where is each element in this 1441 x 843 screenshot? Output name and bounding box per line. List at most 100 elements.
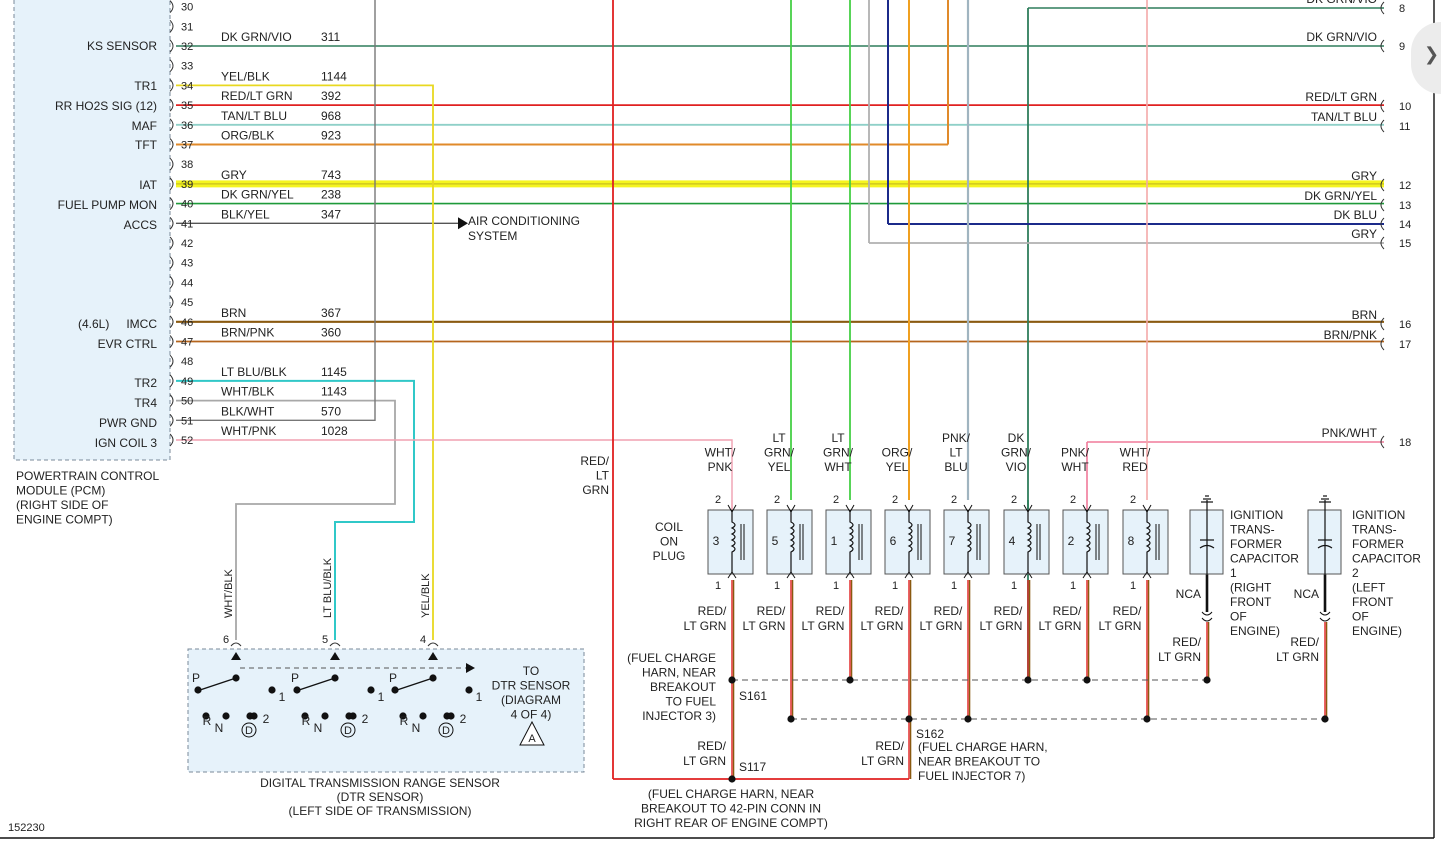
dtr-arrow bbox=[231, 652, 241, 660]
pcm-signal-name: IGN COIL 3 bbox=[95, 436, 158, 450]
pin-bracket bbox=[169, 413, 174, 427]
pin-bracket bbox=[169, 39, 174, 53]
chevron-right-icon: ❯ bbox=[1424, 44, 1440, 65]
pin-bracket bbox=[1380, 337, 1385, 351]
coil-bottom-color: LT GRN bbox=[1099, 619, 1142, 633]
capacitor-wire-color: RED/ bbox=[1172, 635, 1201, 649]
pin-bracket bbox=[169, 216, 174, 230]
coil-winding bbox=[1085, 510, 1091, 572]
coil-winding bbox=[966, 510, 972, 572]
coil-pin: 1 bbox=[1130, 580, 1136, 592]
splice-s117-id: S117 bbox=[739, 760, 766, 774]
pcm-wire-color: LT BLU/BLK bbox=[221, 365, 287, 379]
capacitor-label: FRONT bbox=[1230, 595, 1272, 609]
coil-bottom-color: LT GRN bbox=[1039, 619, 1082, 633]
splice-dot-s161 bbox=[1024, 676, 1032, 684]
dtr-switch-arm bbox=[298, 677, 336, 691]
dtr-label-r: R bbox=[400, 714, 409, 728]
coil-pin: 1 bbox=[951, 580, 957, 592]
splice-s162-wire: RED/ bbox=[875, 739, 904, 753]
pin-bracket bbox=[169, 118, 174, 132]
pcm-wire-color: TAN/LT BLU bbox=[221, 109, 287, 123]
coil-number: 6 bbox=[890, 534, 897, 548]
pcm-signal-name: ACCS bbox=[124, 218, 157, 232]
coil-pin: 1 bbox=[833, 580, 839, 592]
capacitor-label: ENGINE) bbox=[1352, 624, 1402, 638]
pcm-pin-number: 38 bbox=[181, 159, 193, 171]
capacitor-wire-color: LT GRN bbox=[1276, 650, 1319, 664]
coil-body bbox=[766, 509, 813, 575]
pcm-circuit-number: 347 bbox=[321, 207, 341, 221]
pcm-title: (RIGHT SIDE OF bbox=[16, 498, 108, 512]
coil-bottom-color: RED/ bbox=[1113, 604, 1142, 618]
right-conn-pin: 18 bbox=[1399, 437, 1411, 449]
pcm-pin-number: 48 bbox=[181, 356, 193, 368]
pcm-pin-number: 40 bbox=[181, 199, 193, 211]
coil-wire-color: WHT bbox=[824, 460, 852, 474]
dtr-d-circle bbox=[438, 722, 454, 738]
pin-bracket bbox=[169, 0, 174, 13]
capacitor-label: TRANS- bbox=[1352, 523, 1397, 537]
right-conn-color: RED/LT GRN bbox=[1305, 90, 1377, 104]
right-conn-color: BRN bbox=[1352, 308, 1377, 322]
splice-s162-wire: LT GRN bbox=[861, 754, 904, 768]
pin-bracket bbox=[169, 295, 174, 309]
pcm-signal-name: TFT bbox=[135, 138, 158, 152]
dtr-contact bbox=[301, 712, 309, 720]
dtr-switch-arm bbox=[396, 677, 434, 691]
pin-bracket bbox=[1380, 119, 1385, 133]
splice-s161-desc: INJECTOR 3) bbox=[642, 709, 716, 723]
dtr-label-2: 2 bbox=[460, 712, 467, 726]
pin-bracket bbox=[169, 157, 174, 171]
side-panel-handle[interactable]: ❯ bbox=[1411, 22, 1441, 94]
pcm-wire-color: DK GRN/VIO bbox=[221, 30, 292, 44]
coil-wire-color: GRN/ bbox=[1001, 446, 1032, 460]
coil-pin: 1 bbox=[774, 580, 780, 592]
splice-s162-id: S162 bbox=[916, 727, 944, 741]
dtr-label-n: N bbox=[412, 721, 421, 735]
connector-symbol bbox=[427, 642, 439, 647]
dtr-pin: 6 bbox=[223, 634, 229, 646]
dtr-to-text: 4 OF 4) bbox=[511, 708, 552, 722]
coil-bottom-color: RED/ bbox=[757, 604, 786, 618]
capacitor-label: 1 bbox=[1230, 566, 1237, 580]
pin-bracket bbox=[169, 79, 174, 92]
pcm-pin-number: 43 bbox=[181, 258, 193, 270]
pcm-circuit-number: 923 bbox=[321, 129, 341, 143]
pcm-circuit-number: 743 bbox=[321, 168, 341, 182]
dtr-label-d: D bbox=[442, 725, 450, 737]
splice-s117-desc: (FUEL CHARGE HARN, NEAR bbox=[648, 787, 815, 801]
capacitor-label: (LEFT bbox=[1352, 581, 1386, 595]
pcm-title: POWERTRAIN CONTROL bbox=[16, 469, 159, 483]
splice-s117-desc: BREAKOUT TO 42-PIN CONN IN bbox=[641, 802, 821, 816]
coil-winding bbox=[1145, 510, 1151, 572]
splice-dot-s162 bbox=[787, 715, 795, 723]
coil-bottom-color: LT GRN bbox=[980, 619, 1023, 633]
dtr-to-text: (DIAGRAM bbox=[501, 693, 561, 707]
coil-body bbox=[943, 509, 990, 575]
pin-bracket bbox=[169, 315, 174, 329]
right-conn-color: DK GRN/YEL bbox=[1304, 189, 1377, 203]
right-conn-pin: 12 bbox=[1399, 180, 1411, 192]
capacitor-label: FRONT bbox=[1352, 595, 1394, 609]
coil-bottom-color: RED/ bbox=[875, 604, 904, 618]
coil-winding bbox=[730, 510, 736, 572]
dtr-contact bbox=[232, 674, 240, 682]
capacitor-label: FORMER bbox=[1230, 537, 1282, 551]
dtr-contact bbox=[250, 712, 258, 720]
nca-label: NCA bbox=[1176, 587, 1201, 601]
splice-dot-s162 bbox=[964, 715, 972, 723]
wire-yel-blk-tr1 bbox=[176, 84, 434, 640]
dtr-d-circle bbox=[241, 722, 257, 738]
pcm-pin-number: 31 bbox=[181, 21, 193, 33]
coil-winding bbox=[907, 510, 913, 572]
coil-wire-color: GRN/ bbox=[823, 446, 854, 460]
coil-number: 3 bbox=[713, 534, 720, 548]
coil-wire-color: GRN/ bbox=[764, 446, 795, 460]
dtr-title: (DTR SENSOR) bbox=[337, 790, 424, 804]
pcm-wire-color: GRY bbox=[221, 168, 247, 182]
dtr-d-circle bbox=[340, 722, 356, 738]
pcm-circuit-number: 1145 bbox=[321, 365, 347, 379]
coil-bottom-color: RED/ bbox=[934, 604, 963, 618]
coil-terminal bbox=[845, 571, 855, 579]
